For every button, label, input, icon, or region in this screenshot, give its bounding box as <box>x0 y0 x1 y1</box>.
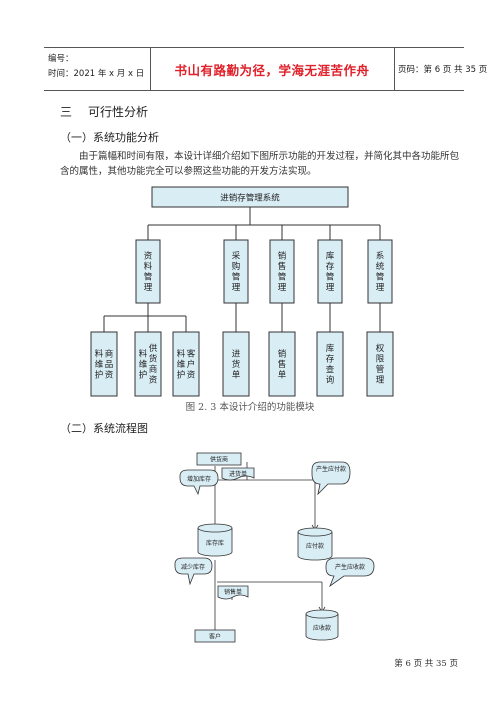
header-page-info: 页码：第 6 页 共 35 页 <box>398 65 488 75</box>
module-leaf-4-box <box>222 331 250 397</box>
module-group-4-label: 库存管理 <box>326 251 335 294</box>
module-group-5-label: 系统管理 <box>376 251 385 294</box>
module-leaf-7-box <box>366 331 394 397</box>
module-leaf-6-label: 库存查询 <box>326 343 335 386</box>
header-motto: 书山有路勤为径，学海无涯苦作舟 <box>174 63 370 78</box>
page-footer: 第 6 页 共 35 页 <box>394 659 458 669</box>
flow-supplier-label: 供货商 <box>210 456 228 464</box>
flow-inventory-db <box>197 523 233 557</box>
flow-reduce-stock-callout <box>174 557 213 586</box>
flow-add-stock-callout <box>179 469 219 496</box>
flow-receivable-db <box>305 609 339 641</box>
header-page-cell: 页码：第 6 页 共 35 页 <box>394 48 487 90</box>
module-leaf-2-label: 供货商资料维护 <box>139 343 158 386</box>
module-group-2-label: 采购管理 <box>232 251 241 294</box>
header-time: 时间：2021 年 x 月 x 日 <box>48 69 145 79</box>
figure-caption: 图 2. 3 本设计介绍的功能模块 <box>185 402 315 413</box>
module-root <box>151 186 349 208</box>
module-leaf-5-box <box>268 331 296 397</box>
module-leaf-4-label: 进货单 <box>232 349 241 380</box>
flow-inventory-label: 库存库 <box>206 539 224 547</box>
module-group-3-label: 销售管理 <box>278 251 287 294</box>
flow-reduce-stock-label: 减少库存 <box>181 563 205 571</box>
subsection-function-analysis: （一）系统功能分析 <box>60 131 159 144</box>
flow-receivable-gen-label: 产生应收款 <box>335 563 365 571</box>
module-root-label: 进销存管理系统 <box>220 193 280 204</box>
flow-payable-label: 应付款 <box>306 542 324 550</box>
module-leaf-1-label: 商品资料维护 <box>95 348 114 380</box>
module-group-1-label: 资料管理 <box>144 251 153 294</box>
page-header: 编号： 时间：2021 年 x 月 x 日 书山有路勤为径，学海无涯苦作舟 页码… <box>44 47 487 91</box>
flow-payable-gen-callout <box>311 461 351 496</box>
flow-receivable-label: 应收款 <box>313 624 331 632</box>
module-group-1-box <box>135 239 161 304</box>
module-leaf-3-box <box>172 331 200 397</box>
module-group-2-box <box>223 239 249 304</box>
module-leaf-7-label: 权限管理 <box>376 343 385 386</box>
flow-receivable-gen-callout <box>325 557 375 588</box>
module-group-5-box <box>367 239 393 304</box>
section-heading: 三 可行性分析 <box>60 103 148 120</box>
module-group-4-box <box>317 239 343 304</box>
module-leaf-2-box <box>134 331 162 397</box>
section-number: 三 <box>60 105 73 119</box>
flow-payable-gen-label: 产生应付款 <box>316 465 346 473</box>
section-title: 可行性分析 <box>88 105 149 119</box>
header-number-label: 编号： <box>48 54 74 64</box>
flow-add-stock-label: 增加库存 <box>187 475 211 483</box>
module-leaf-6-box <box>316 331 344 397</box>
flow-customer-box <box>194 629 236 643</box>
flow-supplier-box <box>196 452 242 466</box>
header-motto-cell: 书山有路勤为径，学海无涯苦作舟 <box>150 48 395 90</box>
module-group-3-box <box>269 239 295 304</box>
flow-sales-order-doc <box>217 585 249 600</box>
flow-sales-order-label: 销售单 <box>224 588 242 596</box>
body-paragraph: 由于篇幅和时间有限，本设计详细介绍如下图所示功能的开发过程，并简化其中各功能所包… <box>60 151 460 177</box>
module-leaf-3-label: 客户资料维护 <box>177 348 196 380</box>
module-leaf-1-box <box>90 331 118 397</box>
flow-payable-db <box>297 527 333 561</box>
flow-purchase-order-label: 进货单 <box>229 470 247 478</box>
flow-purchase-order-doc <box>221 467 255 481</box>
flow-customer-label: 客户 <box>209 633 221 641</box>
header-meta: 编号： 时间：2021 年 x 月 x 日 <box>44 48 151 90</box>
module-leaf-5-label: 销售单 <box>278 348 287 380</box>
subsection-flowchart: （二）系统流程图 <box>60 422 148 435</box>
